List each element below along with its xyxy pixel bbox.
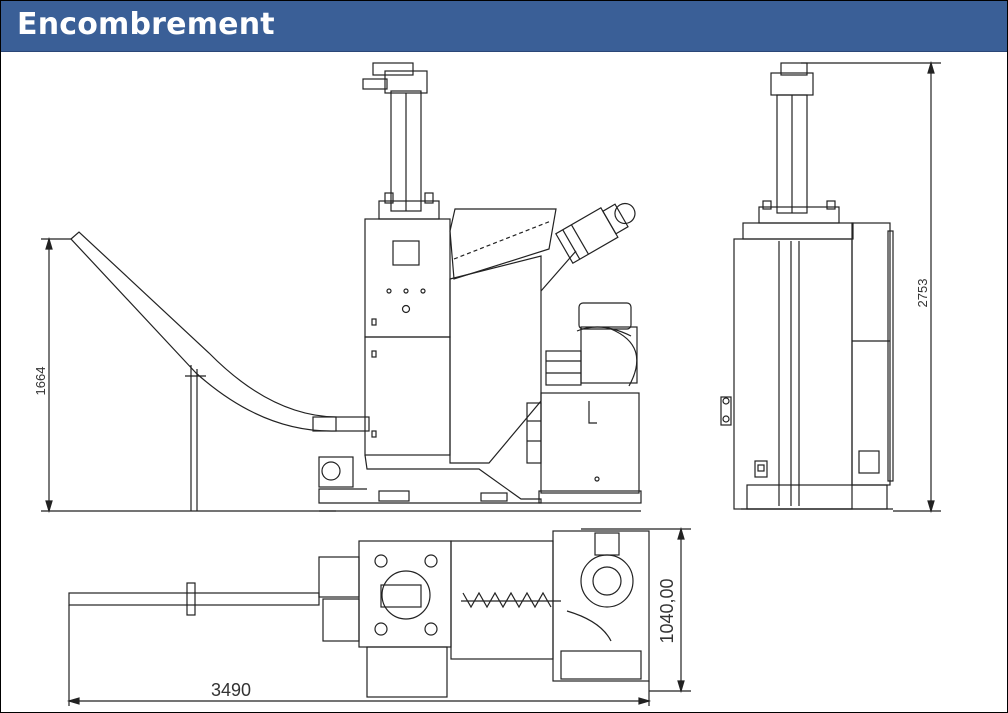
electric-motor: [578, 302, 632, 330]
side-view: [41, 62, 642, 514]
dim-label-length: 3490: [211, 680, 251, 700]
top-view: [66, 526, 691, 706]
dim-label-side-height: 1664: [33, 367, 48, 396]
control-cabinet: [364, 218, 451, 338]
top-hydraulic: [552, 530, 650, 682]
page-title: Encombrement: [17, 7, 275, 42]
front-body: [733, 238, 853, 510]
dim-label-width: 1040,00: [657, 578, 677, 643]
conveyor-chute: [70, 231, 337, 432]
title-bar: Encombrement: [1, 1, 1007, 52]
hydraulic-tank: [540, 392, 640, 494]
angled-motor: [555, 202, 636, 265]
gear-motor: [318, 456, 354, 488]
top-conveyor: [68, 592, 320, 606]
auger-screw: [462, 591, 552, 609]
machine-base: [318, 454, 542, 504]
front-view: [720, 60, 941, 514]
hopper: [449, 208, 557, 280]
dim-label-total-height: 2753: [915, 279, 930, 308]
